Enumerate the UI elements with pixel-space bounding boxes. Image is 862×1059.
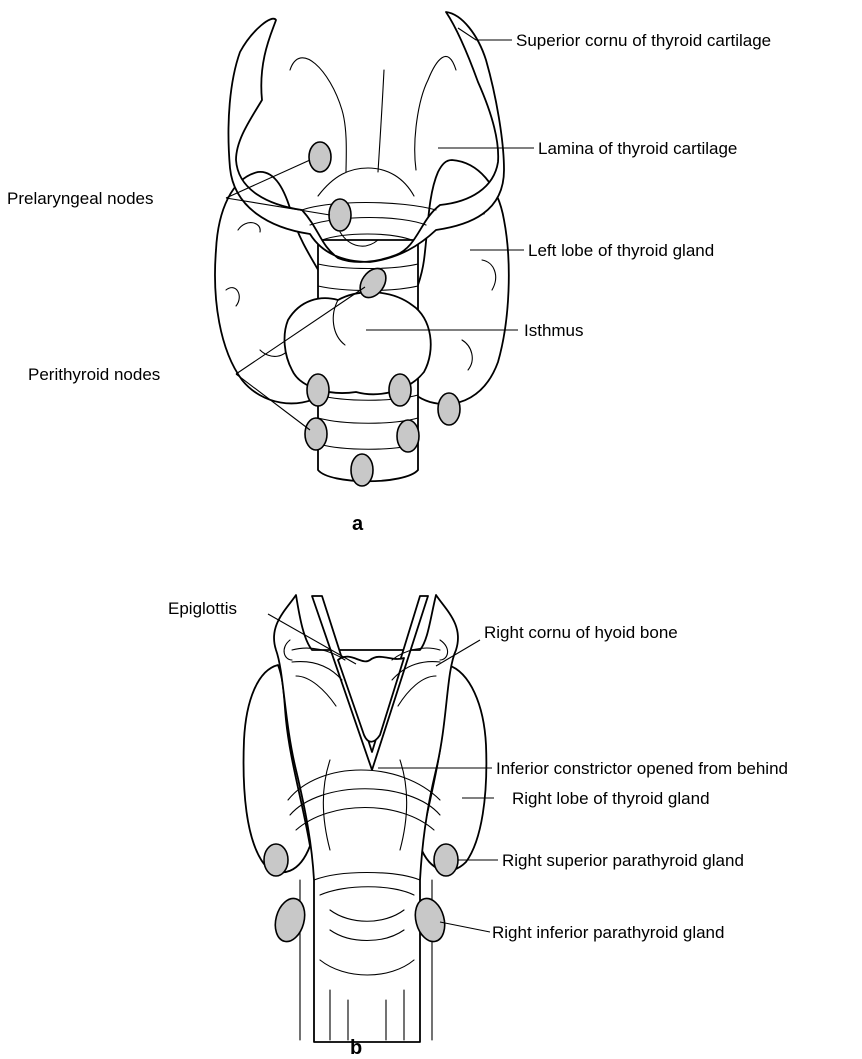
right-lobe-label: Right lobe of thyroid gland [512,789,710,808]
constrictor-label: Inferior constrictor opened from behind [496,759,788,778]
left-superior-parathyroid [434,844,458,876]
epiglottis-label: Epiglottis [168,599,237,618]
right-inferior-parathyroid [271,895,309,945]
isthmus-label: Isthmus [524,321,584,340]
inferior-parathyroid-label: Right inferior parathyroid gland [492,923,724,942]
hyoid-cornu-label: Right cornu of hyoid bone [484,623,678,642]
perithyroid-nodes-label: Perithyroid nodes [28,365,160,384]
superior-parathyroid-label: Right superior parathyroid gland [502,851,744,870]
perithyroid-node [438,393,460,425]
prelaryngeal-nodes-label: Prelaryngeal nodes [7,189,153,208]
left-lobe-label: Left lobe of thyroid gland [528,241,714,260]
perithyroid-node [351,454,373,486]
perithyroid-node [305,418,327,450]
panel-b-drawing [244,595,487,1042]
lamina-label: Lamina of thyroid cartilage [538,139,737,158]
superior-cornu-label: Superior cornu of thyroid cartilage [516,31,771,50]
prelaryngeal-node-upper [309,142,331,172]
perithyroid-node [397,420,419,452]
panel-b-letter: b [350,1037,362,1059]
panel-a-letter: a [352,513,364,535]
prelaryngeal-node-lower [329,199,351,231]
right-superior-parathyroid [264,844,288,876]
panel-a-drawing [215,12,509,486]
perithyroid-node [389,374,411,406]
perithyroid-node [307,374,329,406]
